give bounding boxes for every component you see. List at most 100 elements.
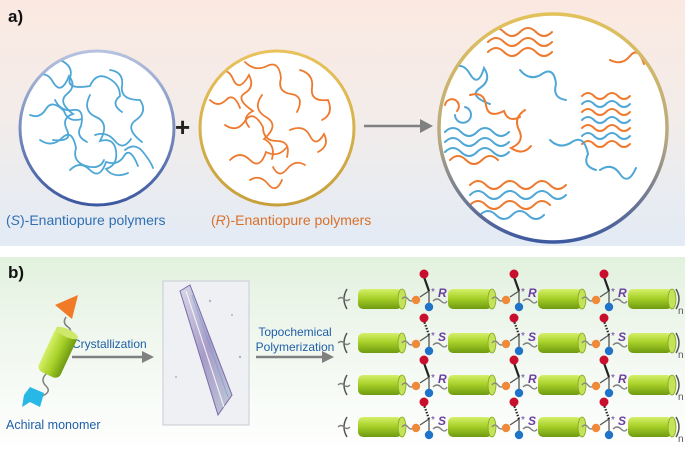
panel-b-label: b) <box>8 263 25 282</box>
panel-b-graphics: n*R*R*Rn*S*S*Sn*R*R*Rn*S*S*S <box>22 269 684 445</box>
red-node <box>599 397 609 407</box>
chiral-center-marker: * <box>521 415 525 426</box>
chiral-center-marker: * <box>431 331 435 342</box>
blue-node <box>424 430 434 440</box>
chain-cylinder <box>538 333 582 353</box>
red-node <box>419 269 429 279</box>
chain-cylinder <box>628 333 672 353</box>
red-node <box>509 355 519 365</box>
mixture-circle-ring <box>437 12 669 244</box>
orange-triangle-icon <box>55 295 78 319</box>
orange-node <box>411 339 421 349</box>
chain-cylinder <box>628 289 672 309</box>
blue-node <box>514 430 524 440</box>
blue-node <box>514 302 524 312</box>
r-circle-fill <box>200 51 354 205</box>
orange-node <box>411 423 421 433</box>
polymer-chain-row: n*R*R*R <box>337 269 684 317</box>
chiral-center-marker: * <box>611 331 615 342</box>
panel-a: a) + (S)-Enantiopure polymers (R)-Enanti… <box>0 0 685 246</box>
stereo-label: R <box>438 372 447 386</box>
chain-cylinder <box>358 417 402 437</box>
stereo-label: S <box>528 330 536 344</box>
orange-node <box>501 339 511 349</box>
subscript-n: n <box>678 434 684 445</box>
red-node <box>509 397 519 407</box>
subscript-n: n <box>678 392 684 403</box>
r-polymer-coils <box>209 61 331 190</box>
crystallization-arrow <box>72 351 154 363</box>
stereo-label: R <box>618 286 627 300</box>
chain-cylinder <box>448 375 492 395</box>
crystallization-label: Crystallization <box>72 337 147 351</box>
polymer-chains: n*R*R*Rn*S*S*Sn*R*R*Rn*S*S*S <box>337 269 684 445</box>
red-node <box>599 269 609 279</box>
chiral-center-marker: * <box>521 287 525 298</box>
panel-a-graphics <box>18 12 669 244</box>
monomer-cylinder <box>38 328 77 378</box>
red-node <box>509 269 519 279</box>
blue-node <box>604 346 614 356</box>
plus-sign: + <box>175 112 191 142</box>
chain-cylinder <box>448 417 492 437</box>
chiral-center-marker: * <box>611 415 615 426</box>
chain-cylinder <box>358 333 402 353</box>
chiral-center-marker: * <box>611 287 615 298</box>
chain-cylinder <box>538 417 582 437</box>
chain-close-bracket <box>675 416 680 438</box>
chain-cylinder <box>448 333 492 353</box>
orange-node <box>591 381 601 391</box>
stereo-label: R <box>528 372 537 386</box>
subscript-n: n <box>678 350 684 361</box>
chiral-center-marker: * <box>431 373 435 384</box>
orange-node <box>591 295 601 305</box>
polymerization-arrow <box>256 351 334 363</box>
polymer-chain-row: n*S*S*S <box>337 313 684 361</box>
blue-node <box>424 302 434 312</box>
polymer-chain-row: n*R*R*R <box>337 355 684 403</box>
red-node <box>419 313 429 323</box>
mixture-circle-fill <box>439 14 667 242</box>
stereo-label: S <box>528 414 536 428</box>
mixture-polymer-stacks <box>444 27 645 220</box>
blue-node <box>604 388 614 398</box>
chain-close-bracket <box>675 374 680 396</box>
chiral-center-marker: * <box>521 331 525 342</box>
blue-node <box>424 346 434 356</box>
topochemical-line1: Topochemical <box>258 325 332 339</box>
chain-cylinder <box>448 289 492 309</box>
red-node <box>419 397 429 407</box>
stereo-label: S <box>618 414 626 428</box>
blue-node <box>604 302 614 312</box>
orange-node <box>591 423 601 433</box>
stereo-label: S <box>438 330 446 344</box>
stereo-label: R <box>528 286 537 300</box>
crystal-photo <box>162 280 250 426</box>
red-node <box>419 355 429 365</box>
blue-wedge-icon <box>22 387 44 407</box>
stereo-label: R <box>438 286 447 300</box>
red-node <box>599 355 609 365</box>
achiral-monomer-graphic <box>22 295 78 407</box>
chiral-center-marker: * <box>431 287 435 298</box>
blue-node <box>514 346 524 356</box>
polymer-chain-row: n*S*S*S <box>337 397 684 445</box>
s-circle-fill <box>20 51 174 205</box>
chiral-center-marker: * <box>521 373 525 384</box>
chiral-center-marker: * <box>611 373 615 384</box>
chain-cylinder <box>538 289 582 309</box>
orange-node <box>501 295 511 305</box>
stereo-label: S <box>438 414 446 428</box>
orange-node <box>411 381 421 391</box>
orange-node <box>501 423 511 433</box>
topochemical-polymerization-label: Topochemical Polymerization <box>253 325 337 355</box>
blue-node <box>514 388 524 398</box>
chain-cylinder <box>628 417 672 437</box>
chain-cylinder <box>358 375 402 395</box>
red-node <box>509 313 519 323</box>
chain-cylinder <box>358 289 402 309</box>
chiral-center-marker: * <box>431 415 435 426</box>
r-enantiopure-caption: (R)-Enantiopure polymers <box>211 212 372 228</box>
panel-b: b) Crystallization Topochemical Polymeri… <box>0 257 685 451</box>
blue-node <box>424 388 434 398</box>
